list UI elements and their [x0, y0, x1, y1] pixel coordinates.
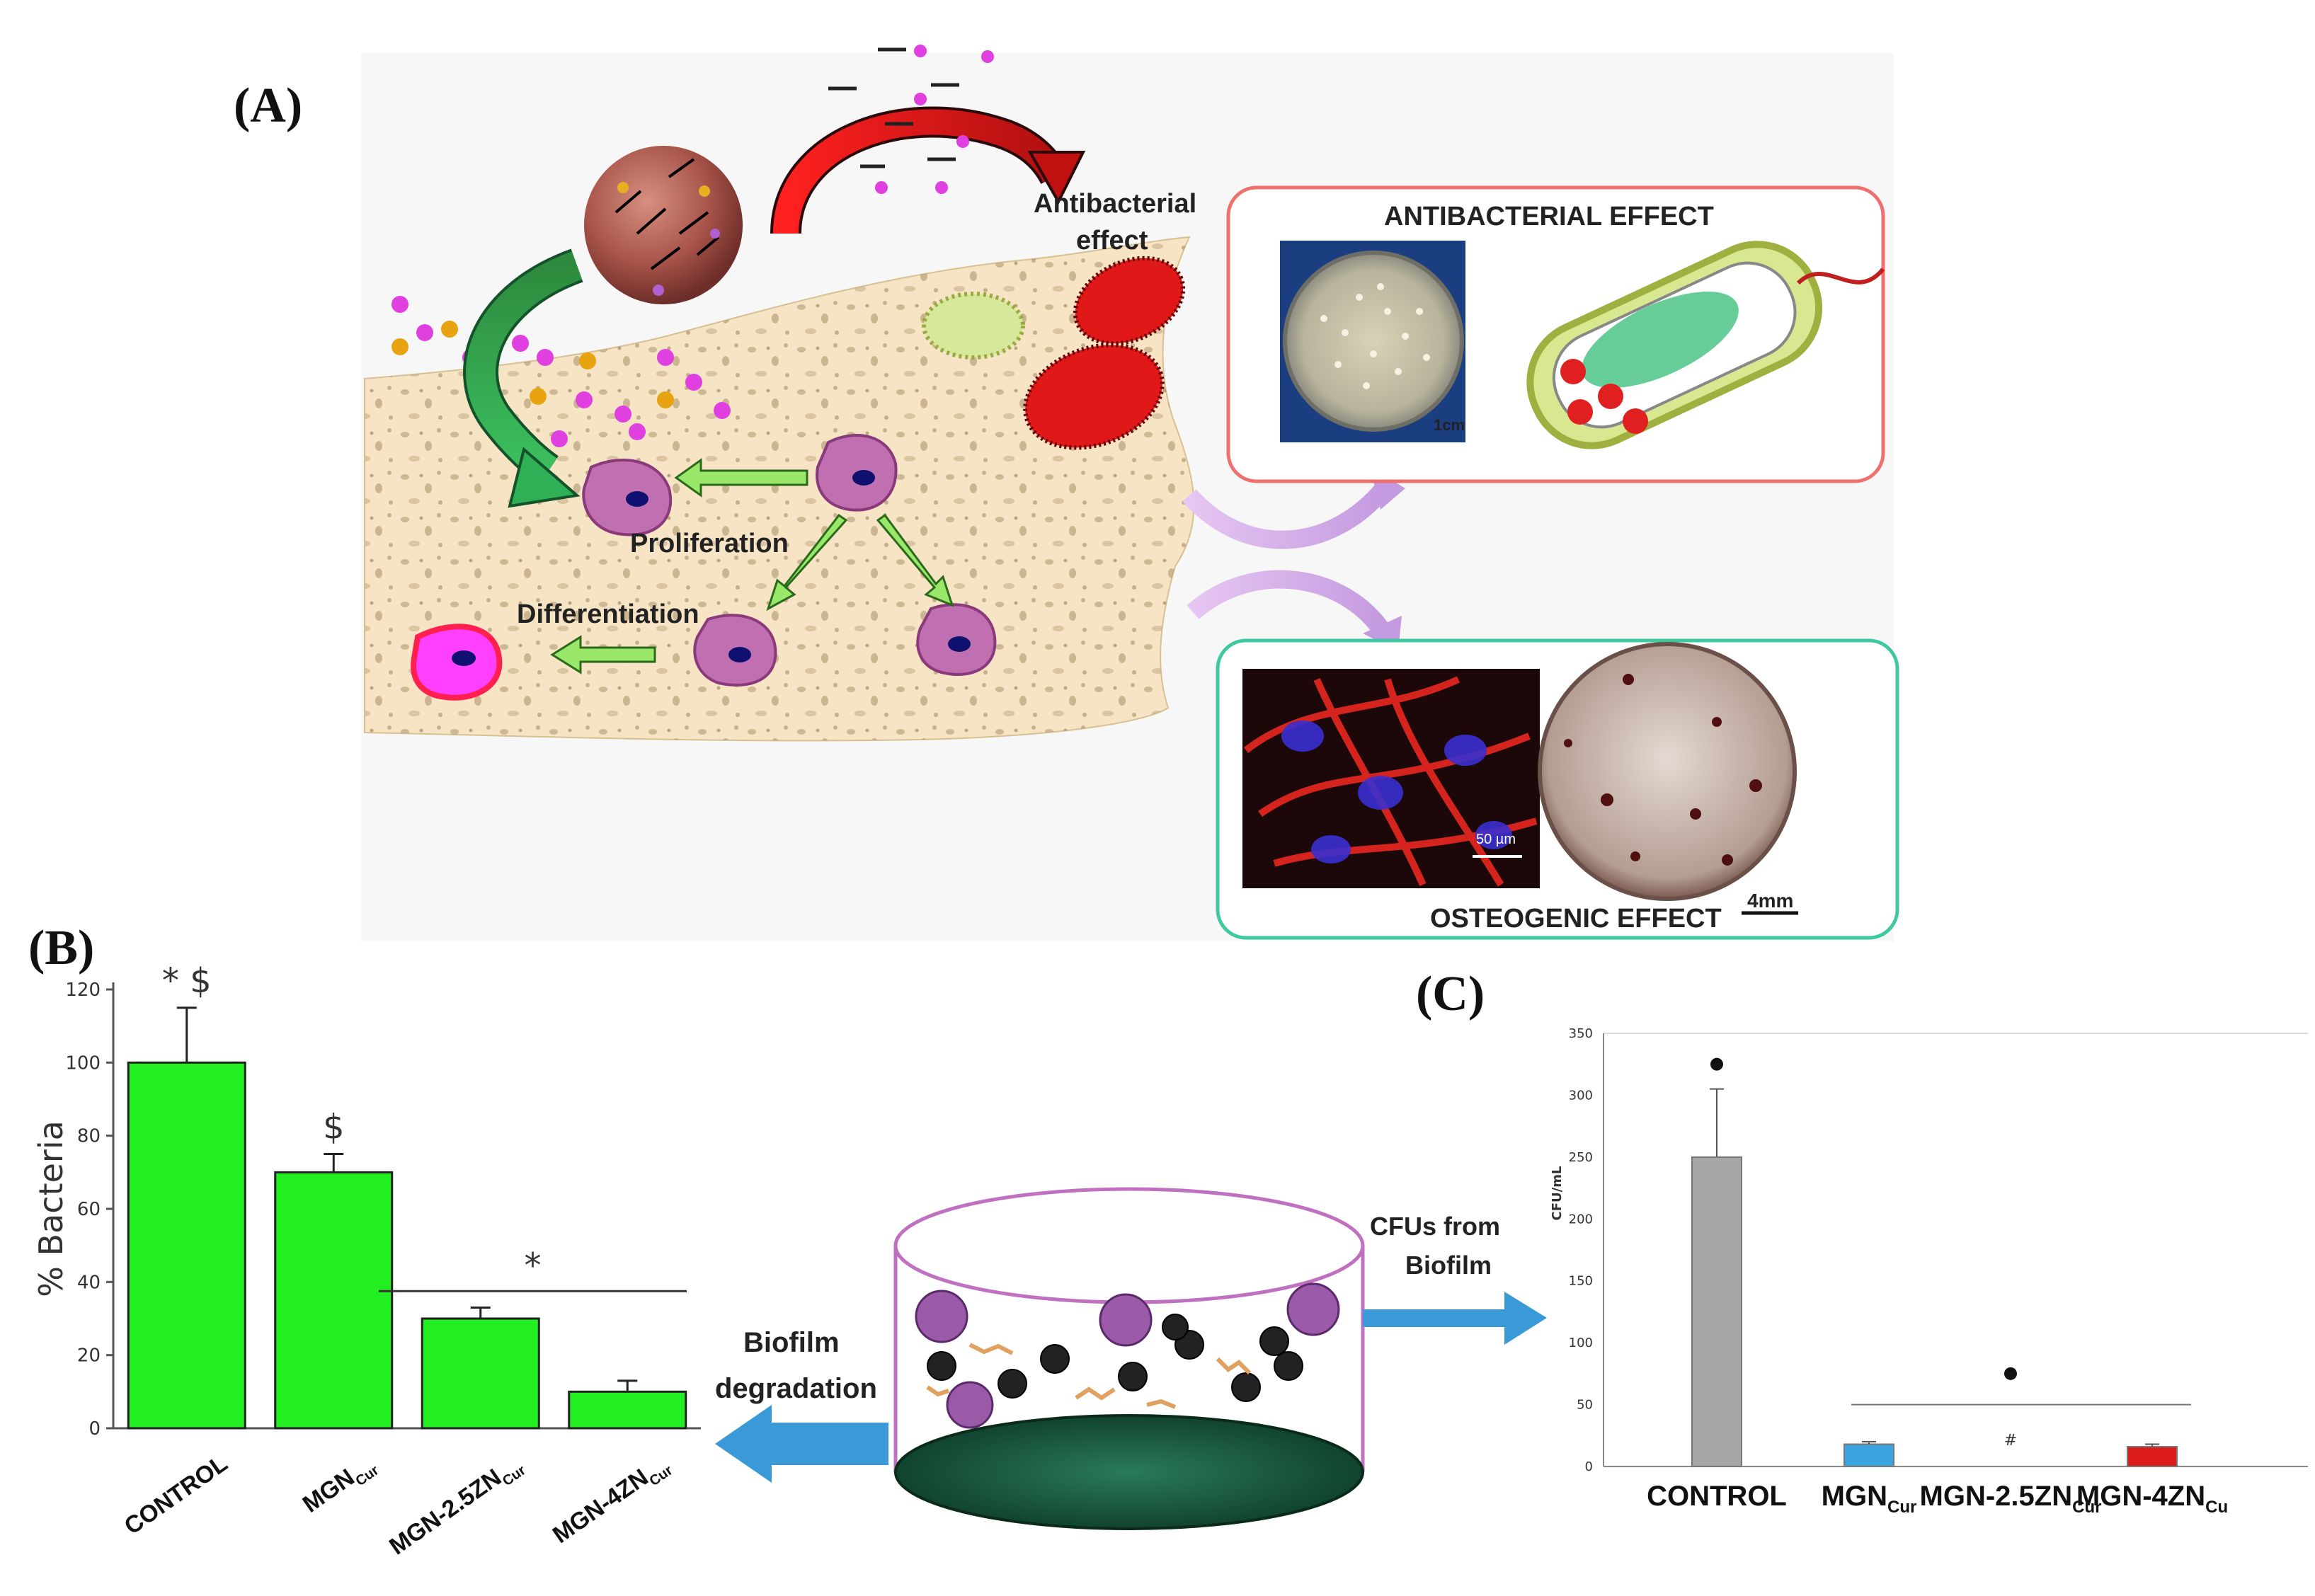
bar	[1691, 1156, 1742, 1468]
cu-ions	[391, 321, 674, 408]
release-arrow	[770, 106, 1086, 234]
osteogenic-effect-box: 50 µm 4mm OSTEOGENIC EFFECT	[1216, 638, 1899, 940]
bacteria-cluster	[922, 256, 1186, 450]
category-label: MGN-2.5ZNCur	[1920, 1481, 2102, 1517]
y-tick-label: 50	[1577, 1398, 1593, 1413]
antibacterial-effect-box: 1cm ANTIBACTERIAL EFFECT	[1226, 185, 1885, 483]
bar	[2127, 1446, 2178, 1467]
bacterium-illustration	[1526, 241, 1885, 449]
y-tick-label: 300	[1569, 1088, 1593, 1103]
panel-a-scheme: Antibacterial effect	[364, 45, 1899, 940]
category-label: MGNCur	[1822, 1481, 1917, 1517]
osteogenic-box-title: OSTEOGENIC EFFECT	[1430, 904, 1722, 934]
bone-tissue	[364, 236, 1195, 742]
category-label: MGN-2.5ZNCur	[384, 1449, 529, 1563]
y-tick-label: 100	[65, 1052, 101, 1074]
group-significance-mark: *	[525, 1246, 542, 1285]
y-tick-label: 350	[1569, 1026, 1593, 1041]
bone-cells	[411, 434, 997, 701]
scale-4mm-label: 4mm	[1747, 890, 1793, 912]
cfu-arrow	[1363, 1292, 1547, 1345]
biofilm-degradation-label-2: degradation	[715, 1373, 877, 1404]
bar	[568, 1390, 687, 1430]
cylinder-particles	[915, 1282, 1340, 1429]
antibacterial-box-title: ANTIBACTERIAL EFFECT	[1384, 202, 1714, 231]
y-tick-label: 60	[77, 1199, 101, 1220]
biofilm-degradation-label-1: Biofilm	[743, 1327, 840, 1358]
scale-50um-label: 50 µm	[1476, 832, 1516, 847]
y-tick-label: 120	[65, 980, 101, 1001]
category-label: CONTROL	[1647, 1481, 1787, 1512]
y-tick-label: 80	[77, 1126, 101, 1147]
bar	[274, 1171, 394, 1430]
scale-1cm-label: 1cm	[1434, 416, 1465, 434]
y-axis-label: CFU/mL	[1550, 1166, 1565, 1221]
differentiation-label: Differentiation	[517, 599, 699, 629]
panel-label-b: (B)	[28, 921, 95, 975]
y-tick-label: 250	[1569, 1150, 1593, 1165]
biofilm-layer	[894, 1414, 1364, 1530]
bar	[127, 1061, 246, 1430]
significance-mark: $	[323, 1108, 345, 1147]
delivery-arrow	[463, 248, 583, 508]
cfu-from-biofilm-label-2: Biofilm	[1405, 1251, 1492, 1280]
antibacterial-effect-label-1: Antibacterial	[1034, 189, 1196, 219]
significance-dot	[1710, 1057, 1723, 1071]
stained-dish	[1538, 642, 1797, 901]
group-significance-dot	[2004, 1367, 2017, 1380]
released-ions	[875, 45, 994, 194]
y-tick-label: 200	[1569, 1212, 1593, 1227]
y-tick-label: 150	[1569, 1274, 1593, 1289]
y-tick-label: 40	[77, 1272, 101, 1293]
y-tick-label: 0	[88, 1418, 101, 1440]
mesoporous-nanoparticle	[584, 146, 743, 304]
bar	[421, 1317, 540, 1430]
panel-label-a: (A)	[234, 79, 303, 133]
cylinder	[893, 1187, 1365, 1530]
y-tick-label: 0	[1585, 1459, 1593, 1474]
proliferation-label: Proliferation	[630, 529, 789, 558]
y-axis-label: % Bacteria	[32, 1120, 70, 1297]
cell-fate-arrows	[550, 458, 954, 674]
panel-label-c: (C)	[1416, 967, 1485, 1021]
degradation-arrow	[715, 1405, 888, 1483]
category-label: MGN-4ZNCur	[548, 1449, 676, 1552]
category-label: MGNCur	[298, 1449, 382, 1521]
significance-mark: * $	[162, 961, 212, 1001]
cfu-from-biofilm-label-1: CFUs from	[1370, 1212, 1500, 1241]
category-label: MGN-4ZNCu	[2076, 1481, 2228, 1517]
y-tick-label: 100	[1569, 1336, 1593, 1350]
bar	[1844, 1443, 1894, 1468]
antibacterial-effect-label-2: effect	[1076, 226, 1148, 256]
significance-mark: #	[2004, 1432, 2017, 1449]
category-label: CONTROL	[120, 1449, 232, 1540]
released-molecules	[828, 47, 959, 168]
y-tick-label: 20	[77, 1345, 101, 1367]
zn-ions	[391, 296, 731, 447]
